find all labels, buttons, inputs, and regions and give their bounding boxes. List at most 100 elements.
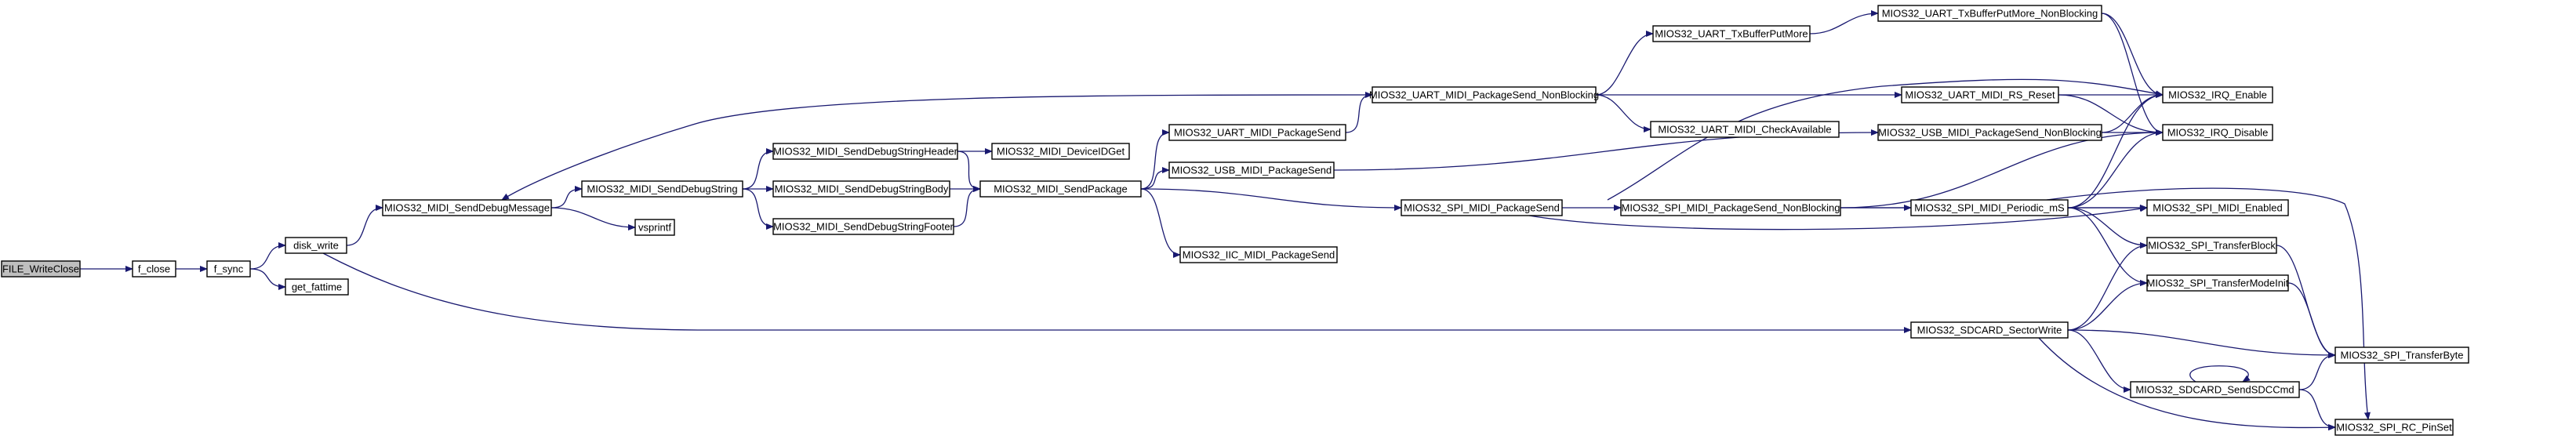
node-label: MIOS32_MIDI_SendDebugStringFooter	[773, 221, 954, 233]
node-box[interactable]	[1901, 86, 2059, 103]
node-box[interactable]	[1, 260, 81, 278]
node-box[interactable]	[979, 180, 1142, 198]
node-spi-transfermodeinit[interactable]: MIOS32_SPI_TransferModeInit	[2146, 274, 2289, 292]
edge-senddebugmessage-to-vsprintf	[550, 207, 636, 230]
edge-sdcard_sectorwrite-to-spi_rc_pinset	[2038, 337, 2336, 431]
node-spi-packagesend-nb[interactable]: MIOS32_SPI_MIDI_PackageSend_NonBlocking	[1620, 199, 1841, 216]
node-box[interactable]	[1168, 161, 1335, 179]
node-box[interactable]	[132, 260, 176, 278]
node-sendpackage[interactable]: MIOS32_MIDI_SendPackage	[979, 180, 1142, 198]
node-box[interactable]	[2146, 274, 2289, 292]
node-box[interactable]	[1168, 124, 1346, 141]
edge-sdcard_sendsdccmd-to-spi_rc_pinset	[2298, 389, 2336, 430]
node-box[interactable]	[772, 218, 954, 235]
edge-uart_packagesend_nb-to-senddebugmessage	[501, 94, 1373, 201]
edge-spi_periodic-to-spi_rc_pinset	[2046, 187, 2371, 420]
node-label: MIOS32_SPI_TransferModeInit	[2147, 278, 2289, 289]
node-uart-txbufferputmore[interactable]: MIOS32_UART_TxBufferPutMore	[1652, 25, 1811, 42]
node-box[interactable]	[634, 219, 675, 236]
node-label: MIOS32_UART_MIDI_CheckAvailable	[1658, 124, 1831, 136]
node-debugbody[interactable]: MIOS32_MIDI_SendDebugStringBody	[772, 180, 950, 198]
node-label: MIOS32_SPI_RC_PinSet	[2336, 422, 2452, 434]
node-spi-packagesend[interactable]: MIOS32_SPI_MIDI_PackageSend	[1401, 199, 1563, 216]
node-senddebugstring[interactable]: MIOS32_MIDI_SendDebugString	[581, 180, 743, 198]
node-box[interactable]	[382, 199, 552, 216]
node-box[interactable]	[1877, 5, 2102, 22]
node-box[interactable]	[285, 237, 347, 254]
edge-senddebugstring-to-debugfooter	[742, 188, 774, 230]
node-label: MIOS32_MIDI_SendDebugStringBody	[775, 183, 949, 195]
node-label: MIOS32_SDCARD_SendSDCCmd	[2135, 384, 2294, 396]
edge-sdcard_sendsdccmd-to-sdcard_sendsdccmd	[2189, 365, 2251, 383]
node-box[interactable]	[772, 180, 950, 198]
node-uart-packagesend[interactable]: MIOS32_UART_MIDI_PackageSend	[1168, 124, 1346, 141]
node-box[interactable]	[1910, 321, 2069, 339]
node-debugheader[interactable]: MIOS32_MIDI_SendDebugStringHeader	[772, 143, 958, 160]
node-box[interactable]	[581, 180, 743, 198]
node-box[interactable]	[1910, 199, 2069, 216]
node-box[interactable]	[1652, 25, 1811, 42]
edge-senddebugmessage-to-senddebugstring	[550, 186, 583, 209]
node-irq-enable[interactable]: MIOS32_IRQ_Enable	[2162, 86, 2273, 103]
node-disk-write[interactable]: disk_write	[285, 237, 347, 254]
node-label: MIOS32_SPI_MIDI_PackageSend	[1404, 202, 1560, 214]
node-f-close[interactable]: f_close	[132, 260, 176, 278]
node-box[interactable]	[2334, 346, 2469, 364]
edge-debugheader-to-sendpackage	[957, 151, 981, 192]
edge-sdcard_sectorwrite-to-spi_transferbyte	[2067, 329, 2336, 358]
edge-uart_packagesend_nb-to-uart_txbufferputmore	[1595, 31, 1654, 96]
node-spi-transferblock[interactable]: MIOS32_SPI_TransferBlock	[2146, 237, 2277, 254]
node-spi-midi-enabled[interactable]: MIOS32_SPI_MIDI_Enabled	[2146, 199, 2289, 216]
node-box[interactable]	[2162, 86, 2273, 103]
node-uart-rs-reset[interactable]: MIOS32_UART_MIDI_RS_Reset	[1901, 86, 2059, 103]
node-deviceidget[interactable]: MIOS32_MIDI_DeviceIDGet	[991, 143, 1130, 160]
edge-uart_txbufferputmore_nb-to-irq_enable	[2101, 13, 2164, 98]
node-box[interactable]	[991, 143, 1130, 160]
node-box[interactable]	[772, 143, 958, 160]
node-usb-packagesend-nb[interactable]: MIOS32_USB_MIDI_PackageSend_NonBlocking	[1877, 124, 2102, 141]
node-uart-packagesend-nb[interactable]: MIOS32_UART_MIDI_PackageSend_NonBlocking	[1369, 86, 1599, 103]
node-box[interactable]	[285, 278, 349, 296]
node-debugfooter[interactable]: MIOS32_MIDI_SendDebugStringFooter	[772, 218, 954, 235]
node-senddebugmessage[interactable]: MIOS32_MIDI_SendDebugMessage	[382, 199, 552, 216]
node-vsprintf[interactable]: vsprintf	[634, 219, 675, 236]
node-label: MIOS32_UART_TxBufferPutMore_NonBlocking	[1882, 8, 2098, 20]
node-uart-checkavailable[interactable]: MIOS32_UART_MIDI_CheckAvailable	[1650, 121, 1840, 138]
node-box[interactable]	[1877, 124, 2102, 141]
node-box[interactable]	[2334, 419, 2454, 436]
edge-sendpackage-to-iic_packagesend	[1140, 188, 1181, 258]
node-label: MIOS32_SPI_TransferByte	[2340, 350, 2463, 361]
node-spi-periodic[interactable]: MIOS32_SPI_MIDI_Periodic_mS	[1910, 199, 2069, 216]
node-box[interactable]	[2162, 124, 2273, 141]
node-box[interactable]	[1401, 199, 1563, 216]
node-iic-packagesend[interactable]: MIOS32_IIC_MIDI_PackageSend	[1179, 246, 1338, 263]
node-box[interactable]	[1620, 199, 1841, 216]
node-usb-packagesend[interactable]: MIOS32_USB_MIDI_PackageSend	[1168, 161, 1335, 179]
edge-sdcard_sendsdccmd-to-spi_transferbyte	[2298, 352, 2336, 390]
node-box[interactable]	[1372, 86, 1597, 103]
node-uart-txbufferputmore-nb[interactable]: MIOS32_UART_TxBufferPutMore_NonBlocking	[1877, 5, 2102, 22]
node-f-sync[interactable]: f_sync	[206, 260, 251, 278]
node-box[interactable]	[206, 260, 251, 278]
node-box[interactable]	[1179, 246, 1338, 263]
node-label: MIOS32_UART_MIDI_PackageSend	[1174, 127, 1341, 139]
node-box[interactable]	[2130, 381, 2300, 398]
node-label: vsprintf	[638, 222, 671, 234]
edge-spi_transferblock-to-spi_transferbyte	[2276, 245, 2336, 358]
node-get-fattime[interactable]: get_fattime	[285, 278, 349, 296]
node-label: MIOS32_IIC_MIDI_PackageSend	[1183, 249, 1335, 261]
node-sdcard-sendsdccmd[interactable]: MIOS32_SDCARD_SendSDCCmd	[2130, 381, 2300, 398]
node-label: MIOS32_SPI_TransferBlock	[2148, 240, 2276, 252]
node-spi-rc-pinset[interactable]: MIOS32_SPI_RC_PinSet	[2334, 419, 2454, 436]
node-box[interactable]	[2146, 237, 2277, 254]
edge-uart_packagesend_nb-to-uart_checkavailable	[1595, 94, 1651, 132]
node-spi-transferbyte[interactable]: MIOS32_SPI_TransferByte	[2334, 346, 2469, 364]
node-sdcard-sectorwrite[interactable]: MIOS32_SDCARD_SectorWrite	[1910, 321, 2069, 339]
node-irq-disable[interactable]: MIOS32_IRQ_Disable	[2162, 124, 2273, 141]
edge-sdcard_sectorwrite-to-sdcard_sendsdccmd	[2067, 329, 2131, 393]
node-box[interactable]	[1650, 121, 1840, 138]
node-box[interactable]	[2146, 199, 2289, 216]
node-label: MIOS32_SPI_MIDI_PackageSend_NonBlocking	[1622, 202, 1840, 214]
node-file-writeclose[interactable]: FILE_WriteClose	[1, 260, 81, 278]
